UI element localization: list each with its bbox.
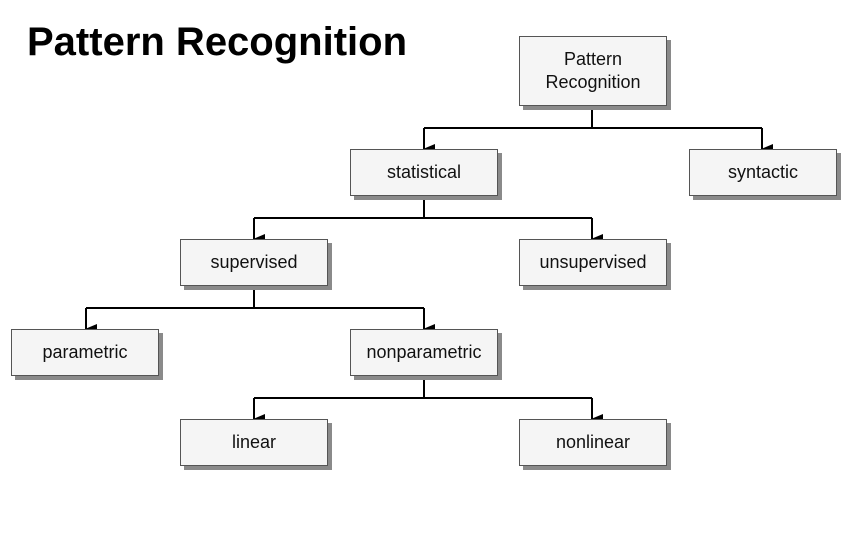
edge-nonparametric-branch: [254, 376, 592, 399]
node-linear: linear: [180, 419, 328, 466]
node-supervised: supervised: [180, 239, 328, 286]
node-nonparametric: nonparametric: [350, 329, 498, 376]
node-pattern-recognition-line1: Pattern: [563, 49, 623, 69]
node-syntactic: syntactic: [689, 149, 837, 196]
edge-supervised-branch: [86, 286, 424, 309]
node-unsupervised: unsupervised: [519, 239, 667, 286]
node-pattern-recognition: Pattern Recognition: [519, 36, 667, 106]
page-title: Pattern Recognition: [27, 20, 408, 64]
node-statistical: statistical: [350, 149, 498, 196]
edge-root-branch: [424, 106, 762, 129]
node-parametric: parametric: [11, 329, 159, 376]
node-nonlinear: nonlinear: [519, 419, 667, 466]
edge-statistical-branch: [254, 196, 592, 219]
node-pattern-recognition-line2: Recognition: [545, 72, 641, 92]
